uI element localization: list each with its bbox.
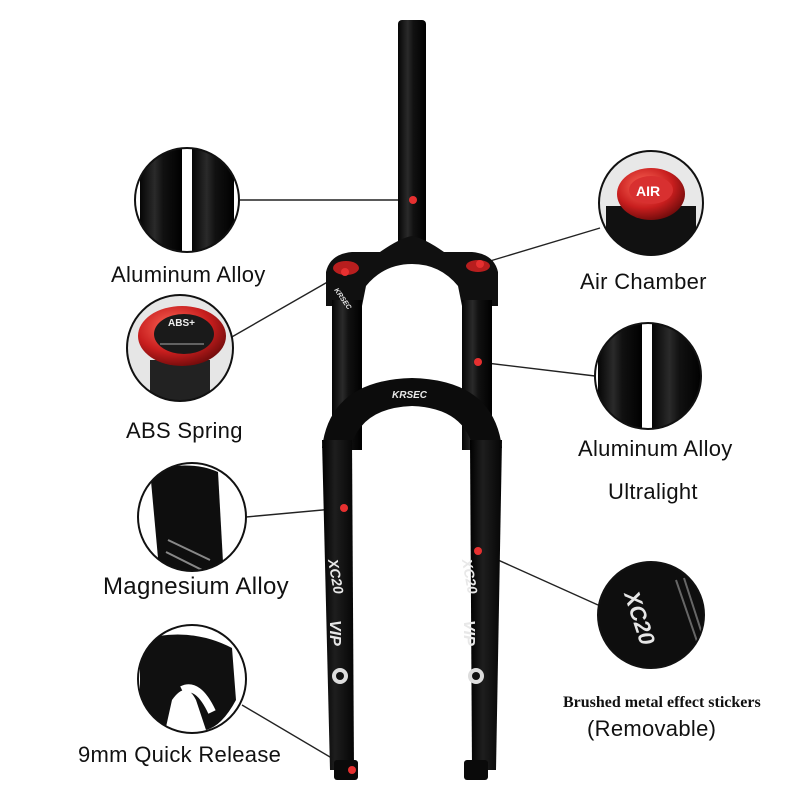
label-quick-release: 9mm Quick Release — [78, 742, 282, 767]
abs-spring-dial-closeup: ABS+ — [126, 294, 234, 402]
left-lower-leg — [322, 440, 354, 770]
abs-spring-cap — [333, 261, 359, 275]
marker-dots — [340, 196, 484, 774]
magnesium-lower-closeup — [137, 462, 247, 572]
sticker-closeup: XC20 — [597, 561, 705, 669]
label-stickers: Brushed metal effect stickers — [563, 694, 761, 711]
right-model-text: XC20 — [459, 557, 481, 595]
right-dropout — [464, 760, 488, 780]
label-aluminum-alloy-left: Aluminum Alloy — [111, 262, 266, 287]
label-removable: (Removable) — [587, 716, 717, 741]
left-vip-text: VIP — [326, 620, 343, 646]
abs-dial-text: ABS+ — [168, 318, 195, 329]
aluminum-stanchion-closeup — [134, 147, 240, 253]
right-vip-text: VIP — [460, 620, 477, 646]
left-logo-emblem — [332, 668, 348, 684]
label-aluminum-alloy-right: Aluminum Alloy — [578, 436, 733, 461]
label-magnesium-alloy: Magnesium Alloy — [103, 573, 289, 600]
arch-brand-text: KRSEC — [392, 390, 428, 401]
air-cap-text: AIR — [636, 183, 660, 199]
aluminum-tube-closeup — [594, 322, 702, 430]
steerer-tube — [398, 20, 426, 248]
suspension-fork: KRSEC KRSEC XC20 VIP XC20 VIP — [322, 20, 502, 780]
air-chamber-cap-closeup: AIR — [598, 150, 704, 256]
fork-arch — [322, 378, 502, 452]
right-logo-emblem — [468, 668, 484, 684]
quick-release-dropout-closeup — [137, 624, 247, 734]
leader-air-chamber — [479, 227, 601, 265]
left-dropout — [334, 760, 358, 780]
leader-abs-spring — [229, 271, 346, 339]
right-lower-leg — [470, 440, 502, 770]
label-air-chamber: Air Chamber — [580, 269, 707, 294]
fork-crown — [326, 236, 498, 306]
leader-aluminum-right — [477, 361, 596, 377]
leader-lines — [229, 199, 601, 771]
left-model-text: XC20 — [325, 557, 347, 595]
label-abs-spring: ABS Spring — [126, 418, 243, 443]
label-ultralight: Ultralight — [608, 479, 698, 504]
